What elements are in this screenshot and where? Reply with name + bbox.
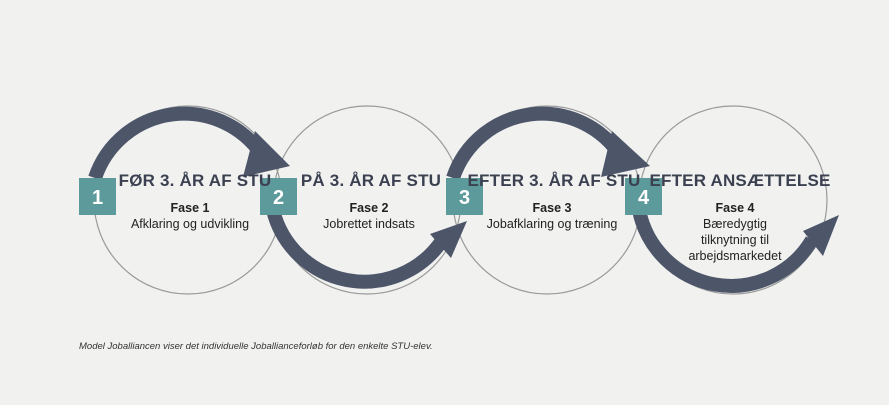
phase-2-desc: Jobrettet indsats xyxy=(323,217,415,231)
phase-3-badge: 3 xyxy=(446,178,483,215)
phase-1-fase: Fase 1 xyxy=(171,201,210,215)
phase-1-title: FØR 3. ÅR AF STU xyxy=(119,171,272,190)
phase-2-number: 2 xyxy=(273,187,284,209)
arrow-phase-3-top xyxy=(446,106,650,181)
phase-4-desc-line-3: arbejdsmarkedet xyxy=(688,249,782,263)
phase-3-desc: Jobafklaring og træning xyxy=(487,217,618,231)
phase-3-fase: Fase 3 xyxy=(533,201,572,215)
phase-4-title: EFTER ANSÆTTELSE xyxy=(649,171,830,190)
phase-4-number: 4 xyxy=(638,187,650,209)
phase-2-badge: 2 xyxy=(260,178,297,215)
phase-1-desc: Afklaring og udvikling xyxy=(131,217,249,231)
phase-1-number: 1 xyxy=(92,187,103,209)
phase-4-desc-line-1: Bæredygtig xyxy=(703,217,767,231)
phase-4-desc-line-2: tilknytning til xyxy=(701,233,769,247)
arrow-phase-2-bottom xyxy=(266,208,467,289)
phase-4-fase: Fase 4 xyxy=(716,201,755,215)
arrow-phase-4-bottom xyxy=(632,208,839,293)
phase-1-badge: 1 xyxy=(79,178,116,215)
phase-3-title: EFTER 3. ÅR AF STU xyxy=(468,171,641,190)
arrow-phase-1-top xyxy=(88,106,290,181)
figure-caption: Model Joballiancen viser det individuell… xyxy=(79,341,433,352)
phase-2-fase: Fase 2 xyxy=(350,201,389,215)
phase-2-title: PÅ 3. ÅR AF STU xyxy=(301,171,441,190)
phase-3-number: 3 xyxy=(459,187,470,209)
phase-4-badge: 4 xyxy=(625,178,662,215)
